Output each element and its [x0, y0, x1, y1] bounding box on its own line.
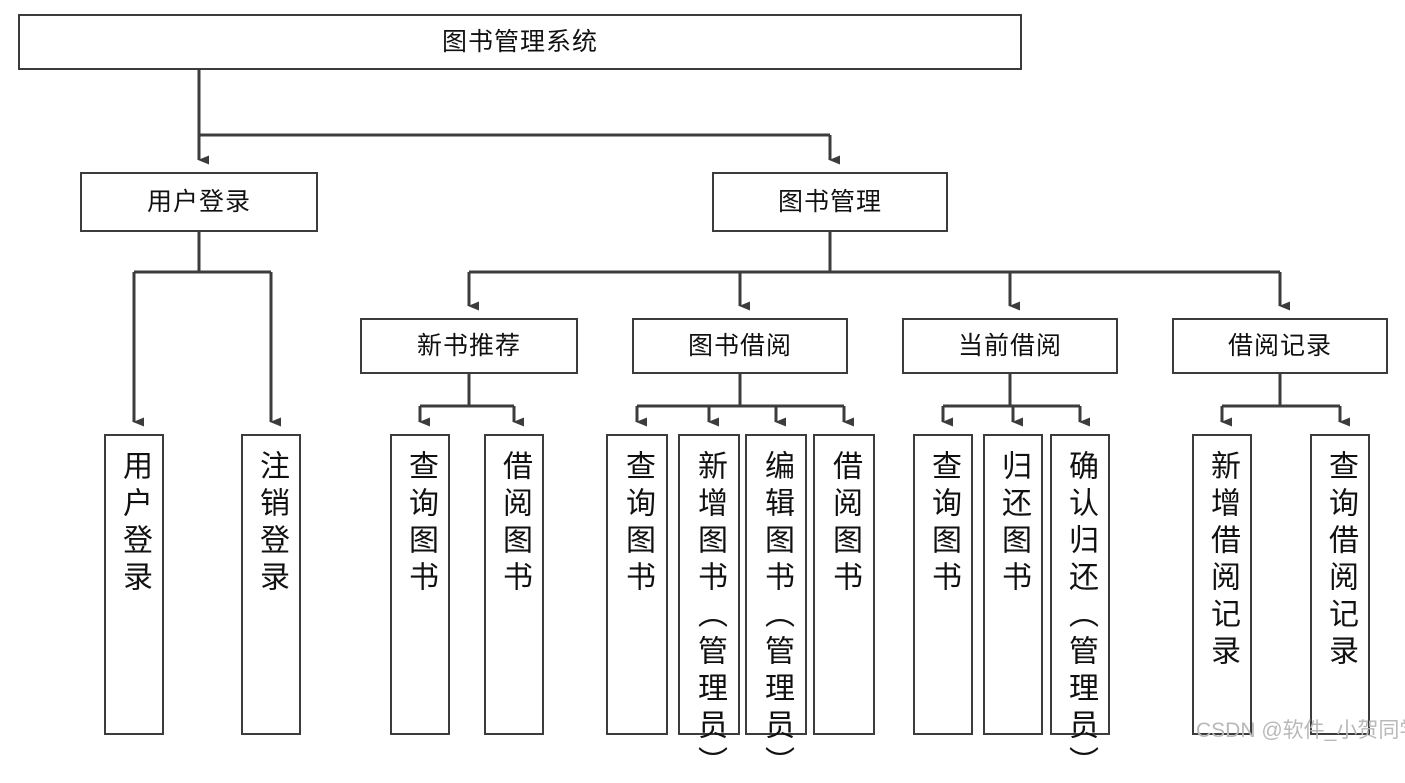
- node-leaf-return-book-label: 归还图书: [997, 450, 1030, 598]
- node-leaf-borrow-book-2-label: 借阅图书: [828, 450, 861, 598]
- node-leaf-add-book[interactable]: 新增图书（管理员）: [678, 434, 740, 783]
- node-borrow-record-label: 借阅记录: [1227, 331, 1332, 360]
- node-leaf-confirm-return[interactable]: 确认归还（管理员）: [1050, 434, 1110, 783]
- node-leaf-user-logout-label: 注销登录: [255, 450, 288, 598]
- node-leaf-query-book-1-label: 查询图书: [404, 450, 437, 598]
- node-new-book-recommend-label: 新书推荐: [416, 331, 521, 360]
- node-leaf-add-record-label: 新增借阅记录: [1206, 450, 1239, 672]
- node-leaf-query-record[interactable]: 查询借阅记录: [1310, 434, 1370, 735]
- node-leaf-borrow-book-1[interactable]: 借阅图书: [484, 434, 544, 735]
- node-book-manage[interactable]: 图书管理: [712, 172, 948, 232]
- node-leaf-query-book-2[interactable]: 查询图书: [606, 434, 668, 735]
- node-root-label: 图书管理系统: [441, 27, 598, 56]
- node-current-borrow-label: 当前借阅: [957, 331, 1062, 360]
- flowchart-canvas: 图书管理系统 用户登录 图书管理 新书推荐 图书借阅 当前借阅 借阅记录 用户登…: [18, 14, 1405, 783]
- node-leaf-user-logout[interactable]: 注销登录: [241, 434, 301, 735]
- node-book-borrow-label: 图书借阅: [687, 331, 792, 360]
- node-user-login-label: 用户登录: [146, 187, 251, 216]
- node-leaf-query-book-2-label: 查询图书: [621, 450, 654, 598]
- node-root[interactable]: 图书管理系统: [18, 14, 1022, 70]
- node-leaf-user-login[interactable]: 用户登录: [104, 434, 164, 735]
- node-leaf-edit-book-label: 编辑图书（管理员）: [760, 450, 793, 783]
- node-user-login[interactable]: 用户登录: [80, 172, 318, 232]
- node-leaf-query-book-1[interactable]: 查询图书: [390, 434, 450, 735]
- node-leaf-query-book-3[interactable]: 查询图书: [913, 434, 973, 735]
- node-leaf-borrow-book-1-label: 借阅图书: [498, 450, 531, 598]
- node-new-book-recommend[interactable]: 新书推荐: [360, 318, 578, 374]
- connector-lines: [132, 70, 1350, 427]
- node-leaf-user-login-label: 用户登录: [118, 450, 151, 598]
- node-leaf-add-book-label: 新增图书（管理员）: [693, 450, 726, 783]
- node-book-borrow[interactable]: 图书借阅: [632, 318, 848, 374]
- node-book-manage-label: 图书管理: [777, 187, 882, 216]
- node-leaf-add-record[interactable]: 新增借阅记录: [1192, 434, 1252, 735]
- node-borrow-record[interactable]: 借阅记录: [1172, 318, 1388, 374]
- node-leaf-edit-book[interactable]: 编辑图书（管理员）: [745, 434, 807, 783]
- node-leaf-query-record-label: 查询借阅记录: [1324, 450, 1357, 672]
- node-leaf-return-book[interactable]: 归还图书: [983, 434, 1043, 735]
- node-current-borrow[interactable]: 当前借阅: [902, 318, 1118, 374]
- node-leaf-confirm-return-label: 确认归还（管理员）: [1064, 450, 1097, 783]
- node-leaf-borrow-book-2[interactable]: 借阅图书: [813, 434, 875, 735]
- node-leaf-query-book-3-label: 查询图书: [927, 450, 960, 598]
